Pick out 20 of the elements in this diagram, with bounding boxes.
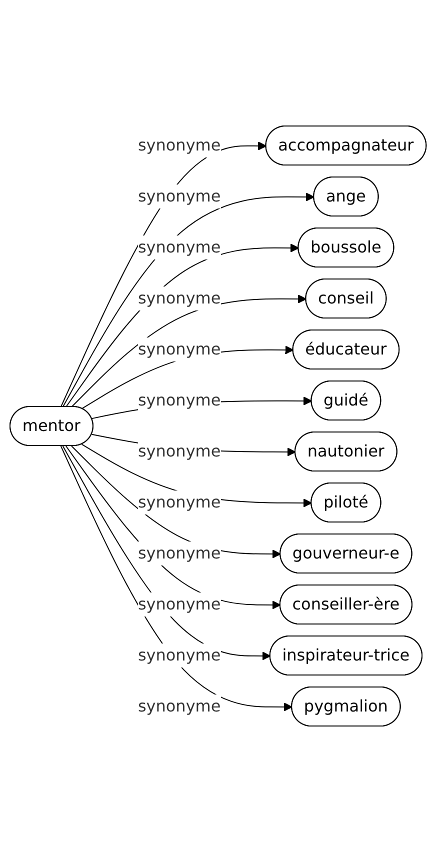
- edge-label: synonyme: [138, 594, 221, 613]
- arrow: [70, 294, 306, 407]
- edge-label: synonyme: [138, 542, 221, 562]
- edge-label: synonyme: [138, 186, 221, 205]
- arrow: [62, 445, 271, 660]
- arrow: [60, 445, 292, 711]
- edge-label: synonyme: [138, 288, 221, 307]
- edge-label: synonyme: [138, 236, 221, 256]
- arrow: [65, 243, 299, 407]
- arrow: [62, 192, 314, 407]
- arrow: [60, 141, 267, 407]
- edge-label: synonyme: [138, 696, 221, 715]
- edge-label: synonyme: [138, 644, 221, 664]
- edge-label: synonyme: [138, 338, 221, 358]
- arrow: [65, 445, 281, 609]
- edge-label: synonyme: [138, 492, 221, 511]
- edge-label: synonyme: [138, 390, 221, 409]
- edge-label: synonyme: [138, 135, 221, 154]
- arrow: [70, 445, 281, 558]
- edge-label: synonyme: [138, 440, 221, 460]
